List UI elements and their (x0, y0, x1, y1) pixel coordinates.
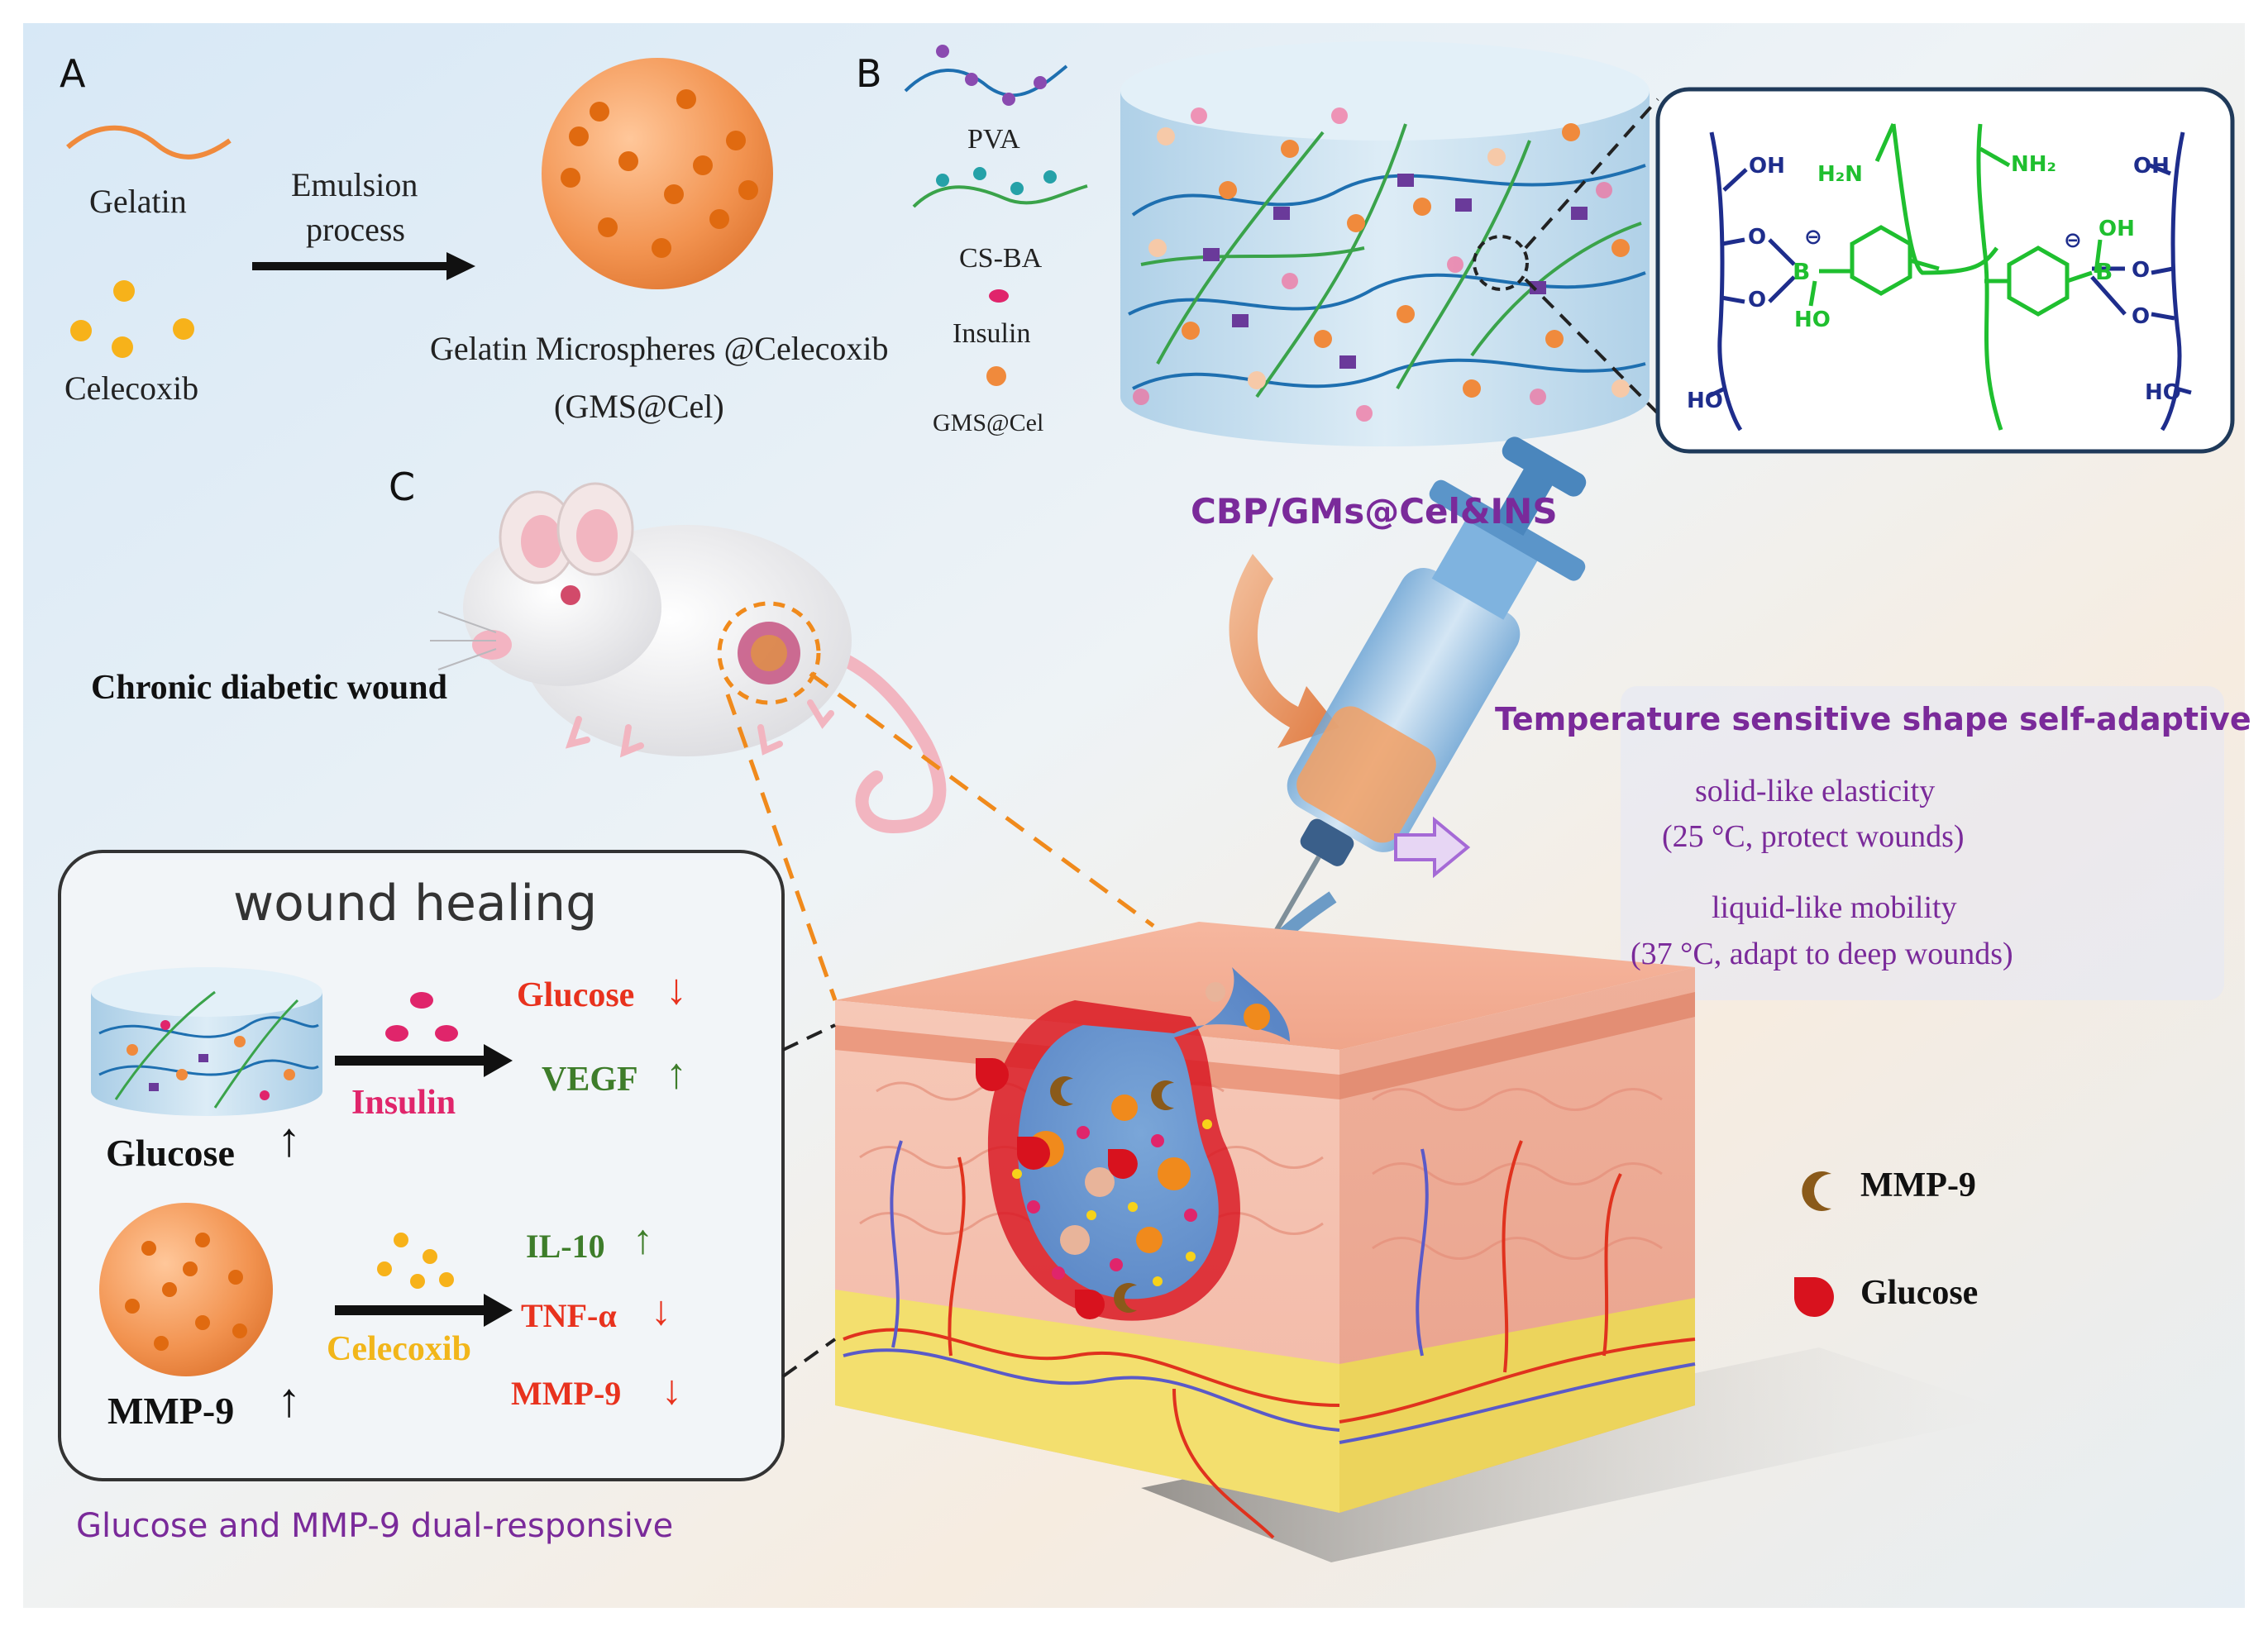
legend-insulin-label: Insulin (953, 318, 1031, 349)
hb-mmp9-label: MMP-9 (107, 1390, 235, 1432)
emulsion-label-line2: process (306, 211, 405, 248)
injection-arrow-icon (1229, 554, 1339, 748)
hollow-arrow-icon (1394, 816, 1471, 879)
panel-label-b: B (856, 51, 882, 96)
mini-hydrogel-icon (91, 967, 322, 1116)
hb-out-glucose-arrow: ↓ (666, 966, 687, 1013)
chem-b-right: B (2095, 258, 2113, 285)
hydrogel-cylinder (1120, 41, 1650, 446)
liquid-line1: liquid-like mobility (1712, 890, 1957, 925)
zoom-circle (1473, 235, 1529, 291)
emulsion-arrow-icon (252, 252, 475, 280)
hb-out-tnf: TNF-α (521, 1297, 617, 1334)
zoom-line-left (725, 694, 838, 1001)
emulsion-label-line1: Emulsion (291, 166, 418, 203)
liquid-line2: (37 °C, adapt to deep wounds) (1631, 937, 2013, 971)
insulin-legend-icon (989, 289, 1009, 303)
hydrogel-name: CBP/GMs@Cel&INS (1191, 491, 1558, 532)
chem-minus-right: ⊖ (2064, 228, 2082, 253)
box-connector-top (782, 1023, 836, 1052)
hydrogel-particles (1133, 107, 1630, 422)
chem-nh2: NH₂ (2011, 152, 2056, 177)
zoom-line-top (1524, 98, 1659, 250)
chem-o-left-2: O (1748, 288, 1767, 312)
hb-out-mmp9: MMP-9 (511, 1375, 622, 1412)
mmp9-legend-icon (1802, 1171, 1831, 1211)
chem-minus-left: ⊖ (1804, 225, 1822, 250)
panel-label-c: C (389, 465, 416, 509)
cs-ba-strand-icon (912, 184, 1088, 208)
legend-pva-label: PVA (967, 124, 1020, 155)
cs-ba-beads-icon (936, 167, 1057, 195)
chem-o-right-2: O (2132, 304, 2151, 329)
glucose-legend-icon (1794, 1277, 1834, 1317)
gms-cel-legend-icon (986, 366, 1006, 386)
dual-responsive-label: Glucose and MMP-9 dual-responsive (76, 1507, 674, 1545)
solid-line1: solid-like elasticity (1695, 774, 1936, 808)
microsphere-label-line1: Gelatin Microspheres @Celecoxib (430, 330, 889, 367)
hb-out-il10: IL-10 (526, 1228, 605, 1265)
chem-oh-top-right: OH (2133, 154, 2170, 179)
zoom-line-bottom (1524, 278, 1659, 415)
hb-glucose-label: Glucose (106, 1132, 235, 1174)
hb-celecoxib-label: Celecoxib (327, 1330, 471, 1368)
hb-out-vegf: VEGF (542, 1061, 638, 1099)
celecoxib-dots-icon (70, 280, 194, 358)
celecoxib-arrow-icon (335, 1294, 513, 1327)
hb-out-vegf-arrow: ↑ (666, 1051, 687, 1098)
celecoxib-dots-small-icon (377, 1233, 454, 1289)
chem-h2n: H₂N (1817, 162, 1863, 187)
legend-csba-label: CS-BA (959, 243, 1043, 274)
chem-ho-left: HO (1794, 308, 1831, 332)
chem-o-right-1: O (2132, 258, 2151, 283)
hydrogel-network (1128, 123, 1646, 398)
hb-out-tnf-arrow: ↓ (651, 1287, 671, 1333)
wound-contents (976, 982, 1270, 1319)
panel-label-a: A (60, 51, 86, 96)
pva-beads-icon (936, 45, 1047, 106)
hb-out-glucose: Glucose (517, 976, 635, 1014)
legend-mmp9-label: MMP-9 (1860, 1166, 1976, 1204)
zoom-line-right (809, 671, 1155, 928)
temperature-title: Temperature sensitive shape self-adaptiv… (1495, 701, 2251, 737)
gelatin-label: Gelatin (89, 183, 187, 220)
mouse-illustration (430, 482, 947, 834)
insulin-arrow-icon (335, 1044, 513, 1077)
chem-ho-bottom-right: HO (2145, 380, 2181, 405)
celecoxib-label: Celecoxib (64, 370, 199, 407)
chem-ho-bottom-left: HO (1687, 389, 1723, 413)
temperature-info-panel (1621, 686, 2224, 1000)
skin-block (835, 922, 2017, 1562)
wound-healing-title: wound healing (233, 875, 598, 932)
box-connector-bottom (781, 1338, 837, 1378)
hb-glucose-up-arrow: ↑ (277, 1113, 301, 1166)
gelatin-microsphere-icon (542, 58, 773, 289)
chem-o-left-1: O (1748, 225, 1767, 250)
legend-glucose-label: Glucose (1860, 1274, 1979, 1312)
solid-line2: (25 °C, protect wounds) (1662, 819, 1965, 854)
chemistry-structure (1706, 122, 2192, 432)
hb-mmp9-up-arrow: ↑ (277, 1373, 301, 1427)
mouse-label: Chronic diabetic wound (91, 669, 447, 707)
chem-oh-left: OH (1749, 154, 1785, 179)
chem-oh-right: OH (2098, 217, 2135, 241)
hb-out-mmp9-arrow: ↓ (661, 1366, 682, 1413)
insulin-dots-icon (385, 992, 458, 1042)
legend-gmscel-label: GMS@Cel (933, 409, 1044, 436)
mini-microsphere-icon (99, 1203, 273, 1376)
hb-insulin-label: Insulin (351, 1084, 456, 1122)
gelatin-strand-icon (66, 125, 232, 160)
hb-out-il10-arrow: ↑ (633, 1216, 653, 1262)
chem-b-left: B (1793, 258, 1811, 285)
microsphere-label-line2: (GMS@Cel) (554, 388, 724, 425)
